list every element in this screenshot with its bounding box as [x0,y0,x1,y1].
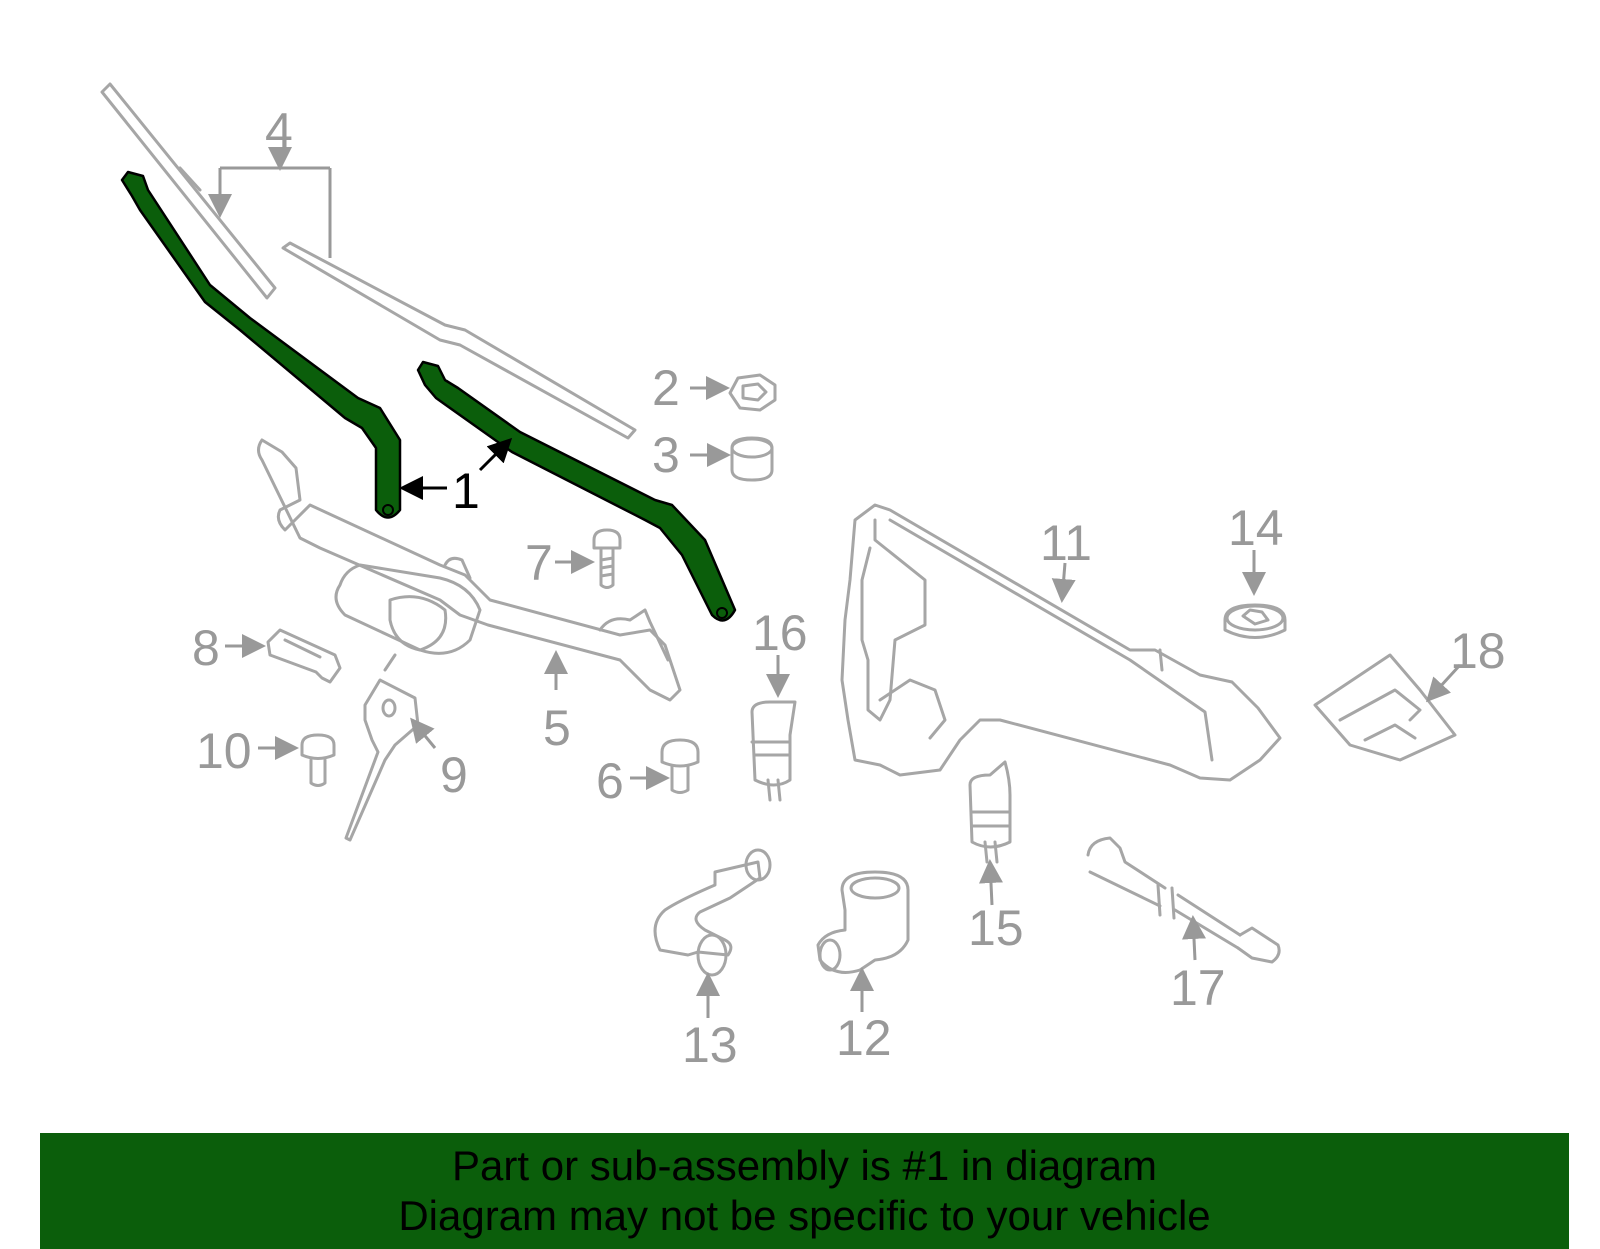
wiper-blade-right [281,241,637,440]
banner-part-line: Part or sub-assembly is #1 in diagram [452,1142,1157,1189]
banner-disclaimer-line: Diagram may not be specific to your vehi… [398,1192,1211,1239]
clip-part-8 [266,628,342,684]
leader-15 [978,859,1003,906]
washer-reservoir-part-11 [840,503,1282,782]
leader-18 [1425,663,1462,703]
bracket-part-9 [344,678,420,842]
callout-9: 9 [440,747,468,803]
hose-part-13 [653,848,772,977]
callout-8: 8 [192,620,220,676]
callout-5: 5 [543,700,571,756]
leader-9 [410,717,437,749]
wiper-blade-left [100,82,277,300]
bracket-part-18 [1313,653,1457,762]
callout-1: 1 [452,463,480,519]
callout-2: 2 [652,360,680,416]
callout-15: 15 [968,900,1024,956]
leader-17 [1182,915,1206,961]
leader-11 [1051,562,1076,603]
callout-18: 18 [1450,623,1506,679]
callout-12: 12 [836,1010,892,1066]
callout-4: 4 [265,103,293,159]
washer-pump-part-15 [968,760,1012,864]
bolt-part-6 [660,738,700,794]
bolt-part-10 [300,733,336,787]
bolt-part-7 [592,528,622,589]
callout-13: 13 [682,1017,738,1073]
callout-16: 16 [752,605,808,661]
grommet-part-12 [816,870,910,974]
wiper-arm-left [120,170,402,519]
washer-line-part-17 [1086,836,1281,964]
cap-part-3 [730,436,774,482]
info-banner: Part or sub-assembly is #1 in diagram Di… [40,1133,1569,1249]
wiper-arm-right [416,360,737,622]
callout-10: 10 [196,723,252,779]
callout-7: 7 [525,535,553,591]
callout-6: 6 [596,753,624,809]
callout-3: 3 [652,427,680,483]
leader-1-right [478,437,513,472]
filler-cap-part-14 [1223,603,1287,639]
wiper-linkage-motor [257,438,682,702]
washer-pump-part-16 [750,700,797,802]
callout-11: 11 [1040,515,1092,571]
callout-14: 14 [1228,500,1284,556]
parts-diagram: 4 1 2 3 7 8 5 10 9 6 16 11 14 18 15 17 1… [100,82,1506,1073]
nut-part-2 [728,373,777,412]
callout-17: 17 [1170,960,1226,1016]
